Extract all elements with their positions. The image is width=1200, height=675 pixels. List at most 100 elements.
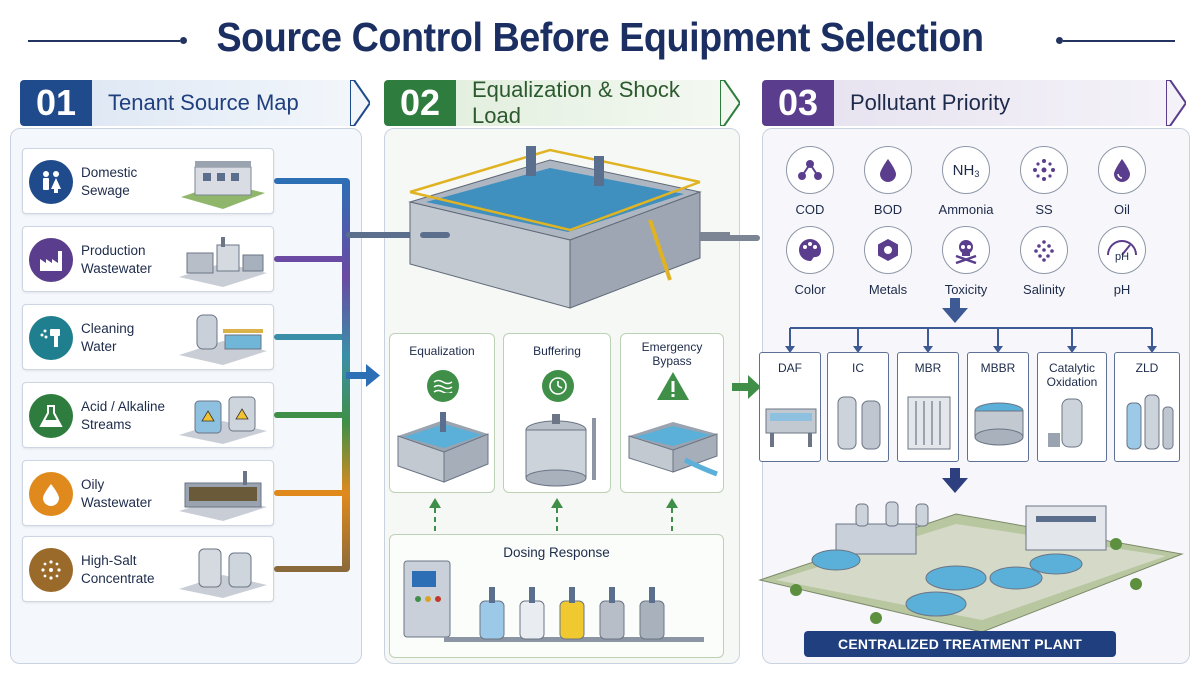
dosing-station-illustration xyxy=(403,560,704,642)
banner-arrow-3 xyxy=(1166,80,1186,126)
pipe-salt xyxy=(274,566,348,572)
source-label: Oily Wastewater xyxy=(81,477,152,510)
waves-icon xyxy=(427,370,459,402)
source-card-acid: Acid / Alkaline Streams xyxy=(22,382,274,448)
pollutant-bod: BOD xyxy=(856,146,920,217)
tech-label: MBR xyxy=(914,361,942,375)
step-card-equalization: Equalization xyxy=(389,333,495,493)
mbr-module-illustration xyxy=(907,396,951,450)
equalization-tank-illustration xyxy=(408,146,730,309)
buffer-tank-illustration xyxy=(525,414,596,487)
source-card-domestic: Domestic Sewage xyxy=(22,148,274,214)
tech-card-mbr: MBR xyxy=(897,352,959,462)
gauge-icon: pH xyxy=(1098,226,1146,274)
pipe-acid xyxy=(274,412,348,418)
zld-evaporator-illustration xyxy=(1126,394,1174,450)
source-label: Domestic Sewage xyxy=(81,165,138,198)
flask-icon xyxy=(29,394,73,438)
pipe-oily xyxy=(274,490,348,496)
title-rule-right xyxy=(1063,40,1175,42)
section-number-3: 03 xyxy=(762,80,834,126)
tech-card-zld: ZLD xyxy=(1114,352,1180,462)
palette-icon xyxy=(786,226,834,274)
building-illustration xyxy=(181,161,265,209)
pollutant-label: Salinity xyxy=(1023,282,1065,297)
step-card-bypass: Emergency Bypass xyxy=(620,333,724,493)
pipe-cleaning xyxy=(274,334,348,340)
oil-basin-illustration xyxy=(179,471,267,521)
banner-arrow-2 xyxy=(720,80,740,126)
step-label: Buffering xyxy=(533,344,581,358)
step-card-buffering: Buffering xyxy=(503,333,611,493)
equalization-basin-illustration xyxy=(397,412,489,483)
particles-icon xyxy=(1020,146,1068,194)
down-arrow-to-tech xyxy=(942,298,968,323)
salt-tanks-illustration xyxy=(179,548,267,598)
cleaning-illustration xyxy=(179,314,267,365)
tech-card-daf: DAF xyxy=(759,352,821,462)
dosing-arrow-1 xyxy=(429,498,441,540)
dosing-label: Dosing Response xyxy=(503,545,610,560)
source-card-oily: Oily Wastewater xyxy=(22,460,274,526)
section-banner-1: 01 Tenant Source Map xyxy=(20,80,370,126)
title-dot-right xyxy=(1056,37,1063,44)
tech-label: MBBR xyxy=(980,361,1016,375)
tech-label: Catalytic Oxidation xyxy=(1046,361,1098,389)
factory-illustration xyxy=(179,237,267,287)
pipe-to-tank xyxy=(346,232,426,238)
people-icon xyxy=(29,160,73,204)
source-card-production: Production Wastewater xyxy=(22,226,274,292)
spray-icon xyxy=(29,316,73,360)
section-label-1: Tenant Source Map xyxy=(92,80,350,126)
tech-card-ic: IC xyxy=(827,352,889,462)
flow-arrow-middle xyxy=(732,375,761,399)
ph-symbol: pH xyxy=(1114,251,1130,263)
dosing-response-panel: Dosing Response xyxy=(389,534,724,658)
pollutant-toxicity: Toxicity xyxy=(934,226,998,297)
hex-nut-icon xyxy=(864,226,912,274)
acid-tanks-illustration xyxy=(179,396,267,444)
pollutant-salinity: Salinity xyxy=(1012,226,1076,297)
flow-arrow-left xyxy=(346,364,380,387)
tank-outlet xyxy=(700,235,760,241)
pollutant-label: Metals xyxy=(868,282,908,297)
pollutant-ss: SS xyxy=(1012,146,1076,217)
clock-icon xyxy=(542,370,574,402)
pollutant-color: Color xyxy=(778,226,842,297)
skull-icon xyxy=(942,226,990,274)
warning-icon xyxy=(657,372,689,400)
treatment-plant-illustration xyxy=(758,501,1184,633)
pollutant-label: COD xyxy=(795,202,825,217)
catalytic-reactor-illustration xyxy=(1048,398,1083,448)
section-label-3: Pollutant Priority xyxy=(834,80,1166,126)
source-card-salt: High-Salt Concentrate xyxy=(22,536,274,602)
bypass-channel-illustration xyxy=(628,422,718,477)
factory-icon xyxy=(29,238,73,282)
tech-label: IC xyxy=(852,361,864,375)
tech-label: ZLD xyxy=(1135,361,1159,375)
salt-dots-icon xyxy=(1020,226,1068,274)
pollutant-label: Ammonia xyxy=(938,202,994,217)
section-banner-2: 02 Equalization & Shock Load xyxy=(384,77,740,128)
pollutant-label: BOD xyxy=(873,202,903,217)
pollutant-ph: pH pH xyxy=(1090,226,1154,297)
tank-inlet xyxy=(420,232,450,238)
daf-unit-illustration xyxy=(765,408,817,447)
section-banner-3: 03 Pollutant Priority xyxy=(762,80,1186,126)
pollutant-label: pH xyxy=(1113,282,1131,297)
source-label: Production Wastewater xyxy=(81,243,152,276)
step-label: Equalization xyxy=(409,344,475,358)
distribution-lines xyxy=(785,327,1157,353)
source-label: High-Salt Concentrate xyxy=(81,553,155,586)
banner-arrow-1 xyxy=(350,80,370,126)
ic-reactor-illustration xyxy=(837,396,881,450)
pollutant-label: Toxicity xyxy=(944,282,988,297)
down-arrow-to-plant xyxy=(942,468,968,493)
section-number-1: 01 xyxy=(20,80,92,126)
pollutant-label: Oil xyxy=(1114,202,1130,217)
title-rule-left xyxy=(28,40,180,42)
plant-label: CENTRALIZED TREATMENT PLANT xyxy=(804,631,1116,657)
pollutant-oil: Oil xyxy=(1090,146,1154,217)
step-label: Emergency Bypass xyxy=(641,340,703,368)
